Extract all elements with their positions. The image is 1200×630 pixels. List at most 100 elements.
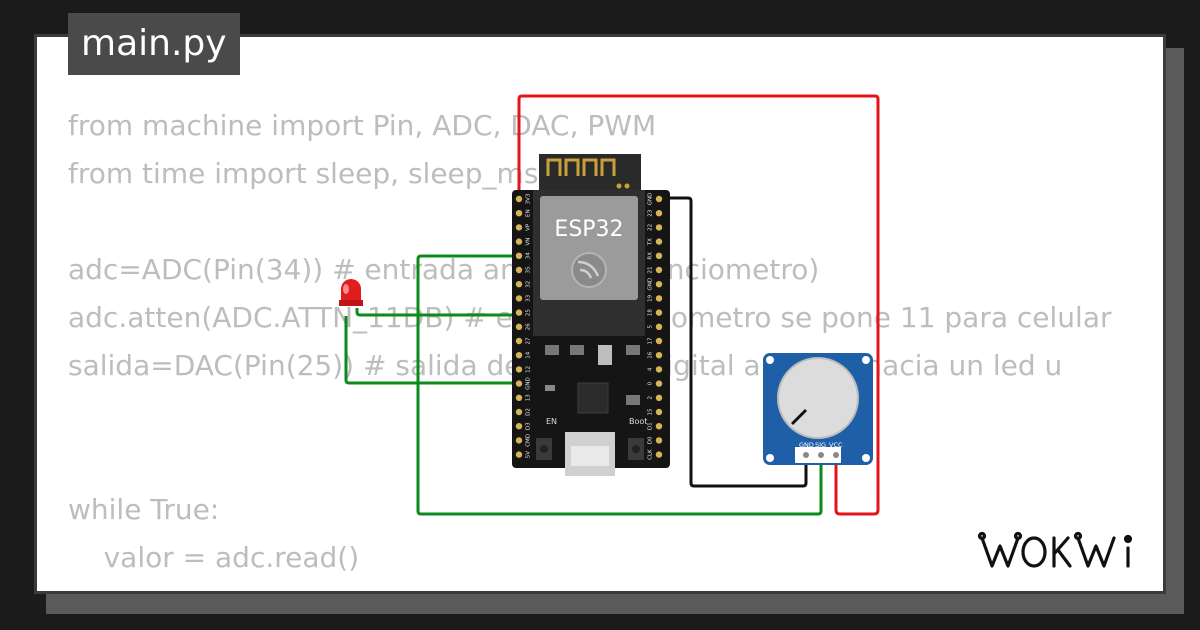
code-line: from machine import Pin, ADC, DAC, PWM [68,109,657,142]
wire-green-led-cathode [355,308,519,317]
pin-right-15[interactable] [655,408,663,416]
pin-label: D2 [526,408,532,416]
pin-left-d3[interactable] [515,423,523,430]
pin-label: GND [648,278,654,291]
pin-left-3v3[interactable] [515,195,523,203]
pin-label: D1 [648,422,654,430]
pin-label: 27 [526,337,532,344]
boot-button-label: Boot [629,417,647,426]
pin-right-0[interactable] [655,380,663,387]
pin-label: 16 [648,351,654,358]
pin-label: 14 [526,351,532,358]
pin-label: 19 [648,294,654,301]
pin-label: TX [648,238,654,246]
pin-right-gnd[interactable] [655,195,663,203]
wire-black-gnd [658,196,808,488]
pin-label: 15 [648,408,654,415]
code-line: from time import sleep, sleep_ms [68,157,539,190]
en-button-label: EN [546,417,557,426]
wokwi-logo [977,531,1133,568]
file-tab[interactable]: main.py [68,13,240,75]
pin-label: 22 [648,224,654,231]
pin-right-rx[interactable] [655,252,663,259]
pin-label: VN [526,238,532,246]
pin-right-4[interactable] [655,366,663,373]
pot-sig-label: SIG [815,441,826,449]
wire-green-sig [416,254,823,516]
pin-label: 23 [648,209,654,216]
pin-right-d0[interactable] [655,437,663,444]
pin-left-vp[interactable] [515,224,523,231]
pot-vcc-label: VCC [829,441,843,449]
pin-right-23[interactable] [655,210,663,217]
pin-right-17[interactable] [655,337,663,345]
esp32-board: ESP32 EN Boot 3V3ENVPVN34353233252627141… [512,154,670,476]
pin-label: 13 [526,394,532,401]
pin-label: VP [526,223,532,231]
pin-right-21[interactable] [655,266,663,274]
pin-label: 4 [648,367,654,371]
pin-label: D3 [526,422,532,430]
code-line: while True: [68,493,220,526]
pin-right-d1[interactable] [655,423,663,430]
pin-right-19[interactable] [655,295,663,302]
pin-left-gnd[interactable] [515,380,523,387]
pot-gnd-label: GND [799,441,814,449]
pin-label: 3V3 [526,193,532,204]
pin-label: 35 [526,266,532,273]
pin-right-22[interactable] [655,224,663,231]
wire-green-led [344,316,519,385]
pin-label: 12 [526,366,532,373]
pin-label: RX [648,252,654,260]
pin-left-33[interactable] [515,295,523,302]
pin-label: D0 [648,436,654,444]
pin-label: 32 [526,281,532,288]
pin-right-5[interactable] [655,323,663,330]
espressif-logo [571,252,607,288]
pin-label: 2 [648,396,654,400]
red-led[interactable] [339,279,363,306]
pin-label: EN [526,209,532,217]
pin-label: 33 [526,294,532,301]
pin-left-12[interactable] [515,366,523,373]
pin-left-26[interactable] [515,323,523,330]
pin-label: 34 [526,252,532,259]
pin-label: 25 [526,309,532,316]
pin-right-2[interactable] [655,394,663,401]
pin-right-18[interactable] [655,309,663,316]
pin-left-d2[interactable] [515,408,523,416]
esp32-label: ESP32 [554,217,623,242]
pin-label: CMD [526,434,532,447]
pin-left-13[interactable] [515,394,523,401]
pin-label: 21 [648,267,654,274]
pin-left-cmd[interactable] [515,437,523,444]
pin-left-en[interactable] [515,210,523,217]
potentiometer[interactable]: GND SIG VCC [763,353,873,465]
pin-left-34[interactable] [515,252,523,259]
pin-right-16[interactable] [655,352,663,359]
pin-label: 5V [526,451,532,458]
pin-label: 17 [648,337,654,344]
pin-label: 5 [648,325,654,329]
pin-left-vn[interactable] [515,238,523,245]
pin-label: 26 [526,323,532,330]
code-line: print("el valor del potenciometro es: ",… [68,582,1132,592]
pin-left-5v[interactable] [515,451,523,458]
code-line: valor = adc.read() [68,541,360,574]
pin-label: 0 [648,381,654,385]
pin-right-tx[interactable] [655,238,663,245]
pin-left-14[interactable] [515,352,523,359]
pin-left-27[interactable] [515,337,523,345]
pin-right-clk[interactable] [655,451,663,458]
pin-label: CLK [648,449,654,460]
pin-left-25[interactable] [515,309,523,316]
pin-left-32[interactable] [515,281,523,288]
pin-label: GND [648,193,654,206]
wire-red-vcc [517,94,880,516]
pin-label: GND [526,377,532,390]
pin-right-gnd[interactable] [655,281,663,288]
pin-left-35[interactable] [515,266,523,274]
